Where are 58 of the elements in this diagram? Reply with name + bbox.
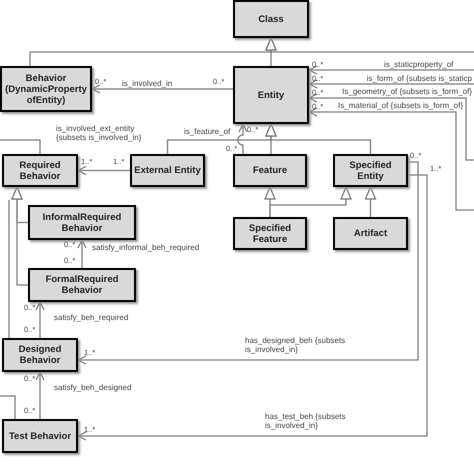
class-name: External Entity bbox=[134, 165, 201, 176]
association-arrow bbox=[77, 161, 419, 365]
generalization-arrow bbox=[265, 37, 474, 53]
class-name: Behavior (DynamicProperty ofEntity) bbox=[4, 72, 88, 106]
class-box bbox=[233, 217, 307, 250]
edge-label: is_involved_in bbox=[122, 79, 172, 88]
class-name: Test Behavior bbox=[8, 430, 72, 442]
class-name: Required Behavior bbox=[18, 160, 62, 182]
edge-label: has_designed_beh {subsets is_involved_in} bbox=[245, 336, 346, 354]
edge-label: is_involved_ext_entity {subsets is_involved_in} bbox=[56, 124, 142, 142]
generalization-arrow bbox=[265, 123, 372, 154]
class-name: Feature bbox=[252, 165, 288, 176]
association-arrow bbox=[237, 123, 248, 154]
class-box bbox=[333, 217, 408, 250]
association-arrow bbox=[35, 301, 45, 338]
generalization-arrow bbox=[364, 186, 376, 217]
association-arrow bbox=[308, 107, 474, 211]
class-name: Specified Feature bbox=[248, 222, 292, 244]
connector-line bbox=[8, 200, 10, 338]
class-box bbox=[28, 205, 136, 240]
association-arrow bbox=[308, 79, 474, 89]
edge-label: is_form_of {subsets is_staticp bbox=[366, 74, 472, 83]
class-name: Entity bbox=[258, 90, 284, 100]
edge-label: has_test_beh {subsets is_involved_in} bbox=[265, 412, 347, 430]
generalization-arrow bbox=[269, 186, 352, 217]
class-box bbox=[233, 0, 309, 38]
edge-label: Is_geometry_of {subsets is_form_of} bbox=[342, 87, 472, 96]
association-arrow bbox=[91, 84, 233, 94]
class-name: Specified Entity bbox=[348, 160, 393, 182]
association-arrow bbox=[77, 166, 130, 176]
edge-label: satisfy_beh_designed bbox=[54, 383, 132, 392]
class-name: Designed Behavior bbox=[18, 344, 62, 366]
class-box bbox=[333, 154, 408, 187]
class-box bbox=[0, 66, 92, 112]
association-arrow bbox=[308, 93, 474, 161]
class-box bbox=[2, 338, 78, 372]
class-name: Class bbox=[258, 14, 284, 24]
class-name: InformalRequired Behavior bbox=[42, 212, 122, 234]
association-arrow bbox=[308, 65, 474, 75]
class-name: Artifact bbox=[354, 228, 388, 239]
class-name: FormalRequired Behavior bbox=[44, 274, 120, 296]
edge-label: satisfy_beh_required bbox=[54, 313, 128, 322]
edge-label: is_feature_of bbox=[184, 127, 230, 136]
generalization-arrow bbox=[11, 186, 28, 286]
class-box bbox=[233, 66, 309, 124]
class-box bbox=[2, 419, 78, 453]
class-box bbox=[2, 154, 78, 187]
association-arrow bbox=[77, 174, 428, 441]
class-box bbox=[130, 154, 205, 187]
association-arrow bbox=[77, 239, 87, 268]
connector-line bbox=[0, 139, 41, 154]
edge-label: satisfy_informal_beh_required bbox=[92, 243, 200, 252]
association-arrow bbox=[35, 371, 45, 419]
class-box bbox=[233, 154, 307, 187]
class-box bbox=[28, 268, 136, 302]
edge-label: Is_material_of {subsets is_form_of} bbox=[338, 101, 463, 110]
edge-label: is_staticproperty_of bbox=[384, 60, 454, 69]
connector-line bbox=[0, 395, 16, 419]
